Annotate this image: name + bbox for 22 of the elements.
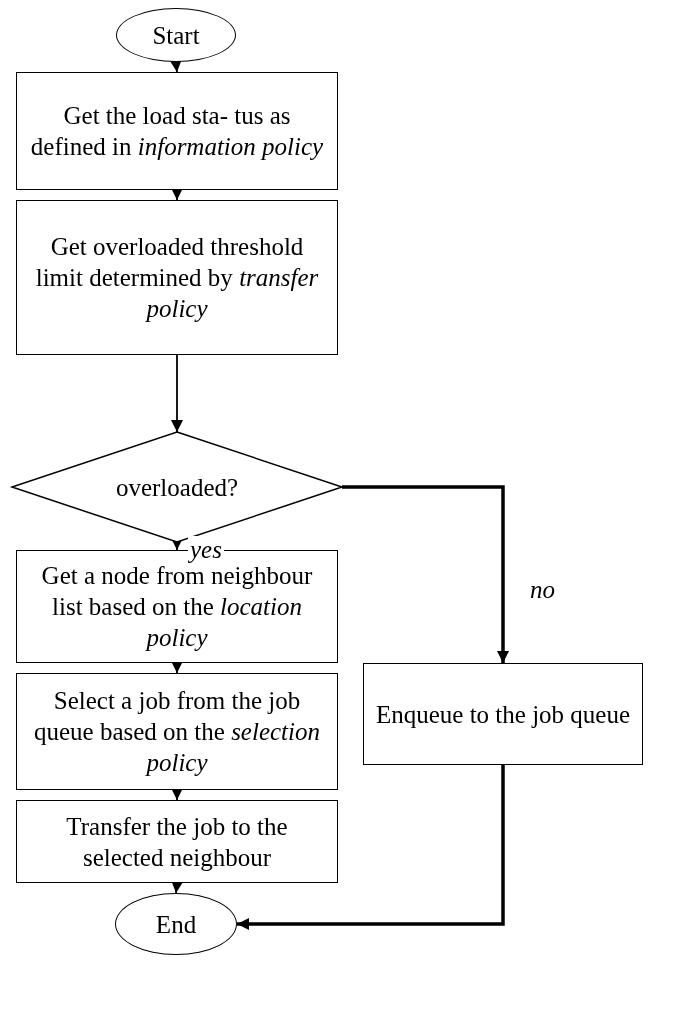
node-text: overloaded? <box>115 472 239 503</box>
node-text: Get overloaded threshold limit determined by transfer policy <box>34 232 320 324</box>
arrow <box>237 765 505 930</box>
edge-label: yes <box>188 536 224 564</box>
process-box <box>16 200 338 355</box>
arrow <box>171 788 183 801</box>
arrow <box>342 485 509 663</box>
process-box <box>16 673 338 790</box>
process-box <box>363 663 643 765</box>
arrow <box>171 354 183 433</box>
node-text: Get the load sta- tus as defined in information policy <box>29 101 325 162</box>
node-text: Select a job from the job queue based on the selection policy <box>33 686 321 778</box>
node-text: End <box>155 909 197 940</box>
decision-diamond <box>12 432 342 542</box>
arrow <box>171 188 183 201</box>
process-box <box>16 72 338 190</box>
arrow <box>171 661 183 674</box>
node-text: Enqueue to the job queue <box>375 699 631 730</box>
node-text: Transfer the job to the selected neighbour <box>65 811 289 873</box>
node-text: Start <box>152 20 200 51</box>
node-text: Get a node from neighbour list based on the location policy <box>40 562 314 653</box>
process-box <box>16 800 338 883</box>
